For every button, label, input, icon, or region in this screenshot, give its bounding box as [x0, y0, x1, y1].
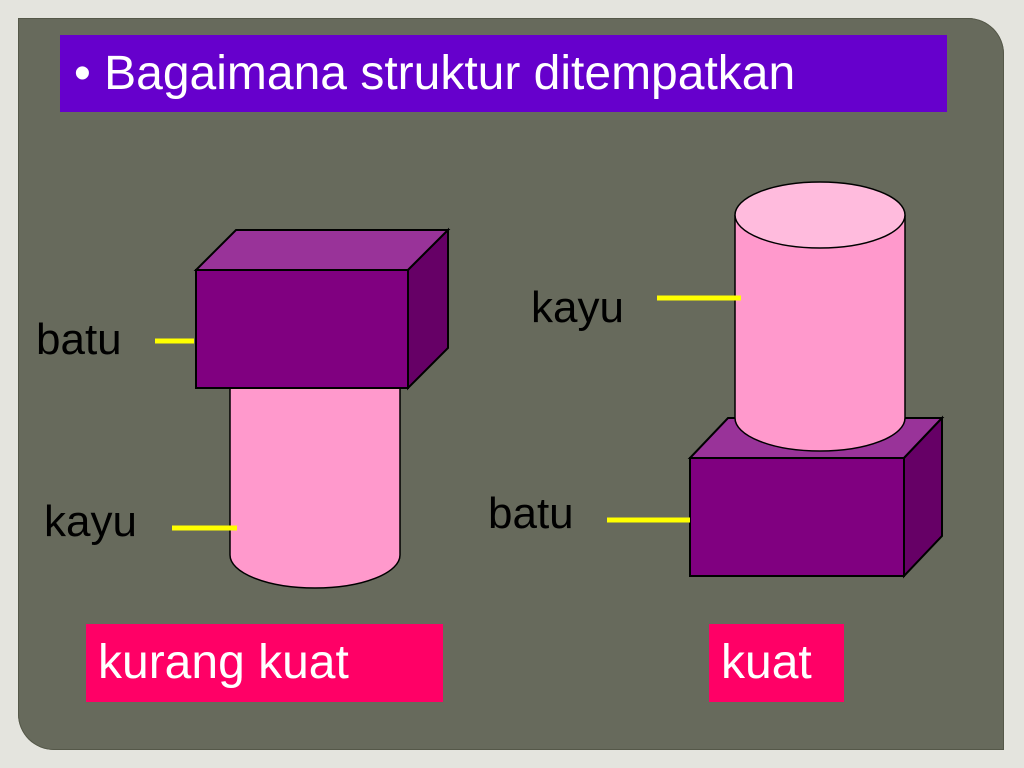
right-bottom-label: batu: [488, 489, 574, 538]
slide-title: • Bagaimana struktur ditempatkan: [60, 35, 947, 112]
left-bottom-label: kayu: [44, 497, 137, 546]
right-verdict-badge: kuat: [709, 624, 844, 702]
left-verdict-badge: kurang kuat: [86, 624, 443, 702]
left-top-label: batu: [36, 315, 122, 364]
right-wood-cylinder: [734, 181, 906, 452]
right-top-label: kayu: [531, 283, 624, 332]
left-stone-block: [193, 227, 451, 391]
